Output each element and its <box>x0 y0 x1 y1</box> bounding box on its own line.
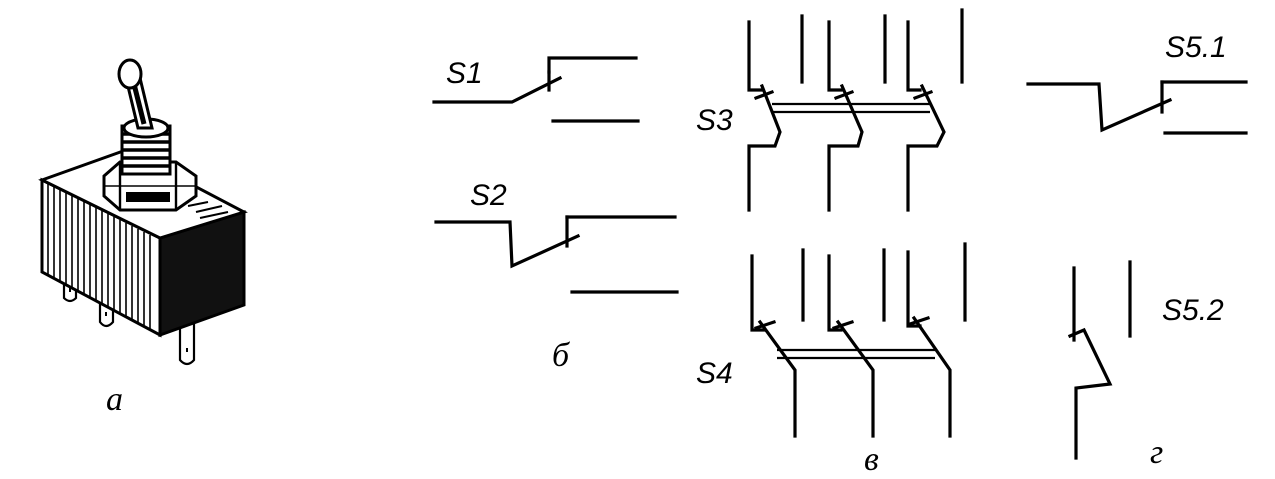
switch-body-hatching <box>47 184 151 329</box>
symbol-s2 <box>434 215 679 294</box>
symbol-s1 <box>432 56 640 123</box>
label-s1: S1 <box>446 57 483 90</box>
symbol-s3 <box>747 8 964 212</box>
symbol-s5-2 <box>1067 260 1132 460</box>
caption-a: а <box>106 381 123 418</box>
label-s5-2: S5.2 <box>1162 294 1224 327</box>
label-s5-1: S5.1 <box>1165 31 1227 64</box>
caption-b: б <box>552 337 571 374</box>
toggle-switch-illustration <box>38 58 248 366</box>
symbol-s5-1 <box>1026 80 1248 135</box>
switch-top-marks <box>187 201 229 219</box>
label-s2: S2 <box>470 179 507 212</box>
caption-v: в <box>864 441 879 478</box>
label-s4: S4 <box>696 357 733 390</box>
symbol-s4 <box>750 242 967 438</box>
toggle-lever <box>117 58 170 139</box>
label-s3: S3 <box>696 104 733 137</box>
caption-g: г <box>1150 434 1163 471</box>
